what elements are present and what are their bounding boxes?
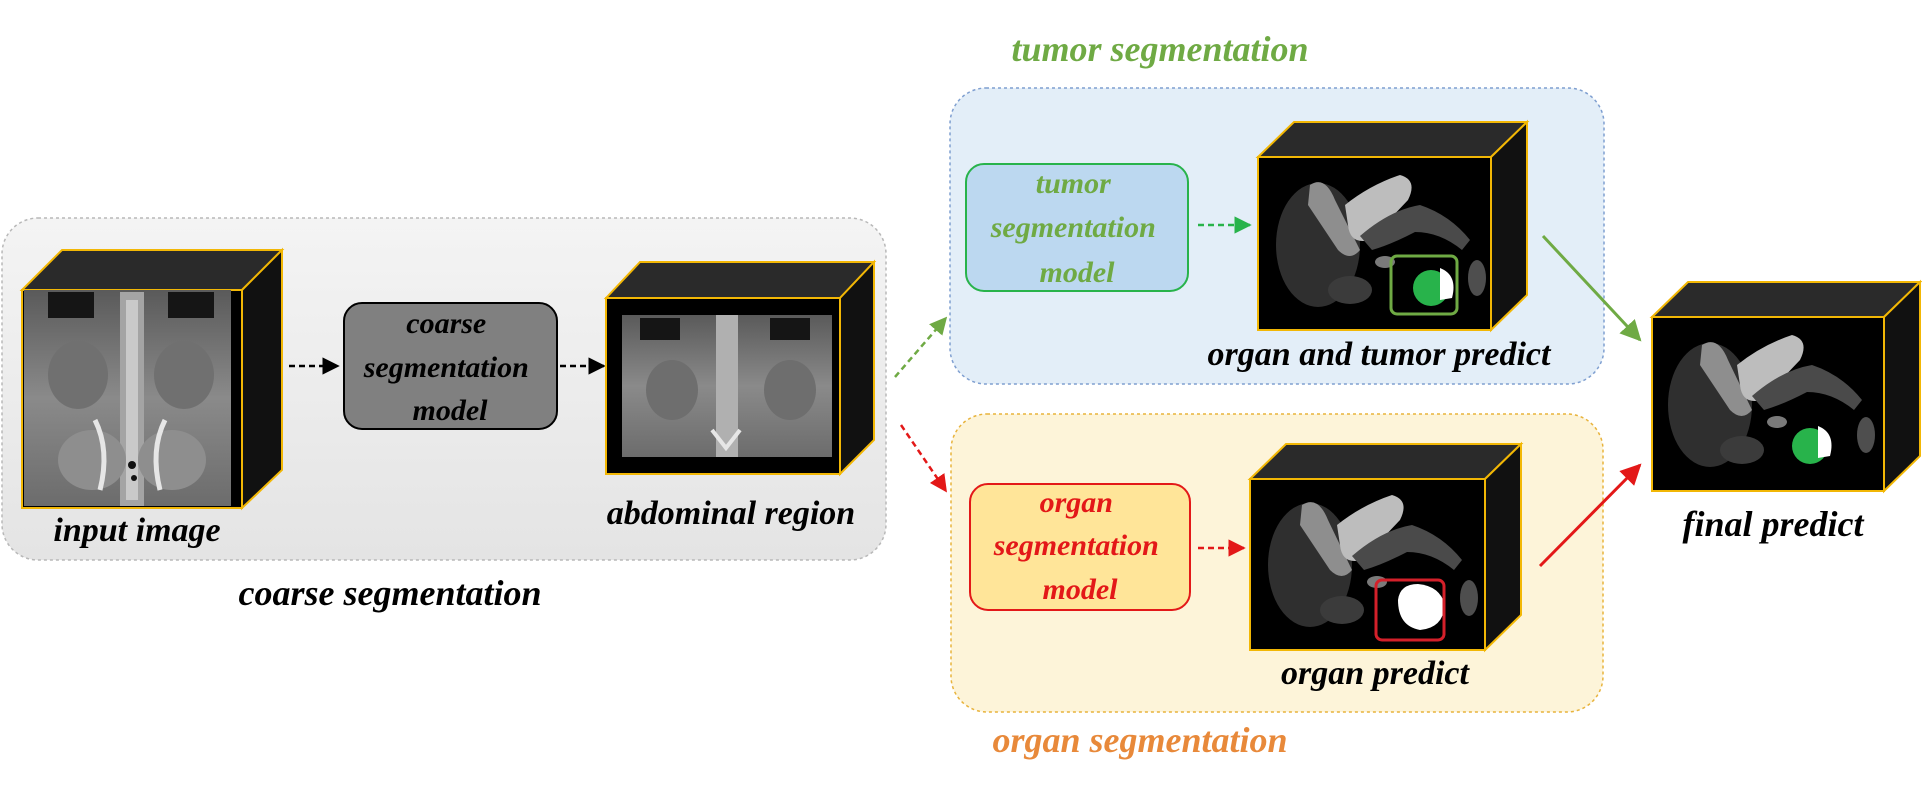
organ-segmentation-model-box <box>969 483 1191 611</box>
segmentation-mask-final <box>1668 335 1875 467</box>
organ-highlight-box <box>1374 578 1446 642</box>
input-image-cube <box>19 247 285 511</box>
final-predict-label: final predict <box>1683 504 1865 544</box>
segmentation-mask-organ <box>1268 495 1478 642</box>
organ-model-line-1: organ <box>1040 486 1113 519</box>
svg-text:coarse segmentation mo: coarse segmentation model <box>363 307 537 427</box>
organ-model-line-3: model <box>1043 573 1119 606</box>
coarse-model-line-1: coarse <box>406 307 486 340</box>
final-predict-cube <box>1649 279 1922 494</box>
tumor-segmentation-model-box <box>965 163 1189 292</box>
svg-text:organ segmentation mod: organ segmentation model <box>993 486 1167 606</box>
tumor-model-line-2: segmentation <box>990 211 1156 244</box>
coarse-model-line-2: segmentation <box>363 351 529 384</box>
arrow-to-organ-branch <box>899 424 948 493</box>
organ-and-tumor-predict-cube <box>1255 119 1530 333</box>
arrow-tumor-to-final <box>1541 234 1642 342</box>
organ-predict-label: organ predict <box>1281 655 1471 692</box>
tumor-model-line-3: model <box>1040 256 1116 289</box>
coarse-segmentation-title: coarse segmentation <box>239 573 542 613</box>
tumor-segmentation-title: tumor segmentation <box>1011 29 1308 69</box>
organ-segmentation-title: organ segmentation <box>992 720 1287 760</box>
abdominal-region-cube <box>603 259 877 477</box>
abdominal-region-label: abdominal region <box>607 495 855 532</box>
segmentation-mask-tumor <box>1276 175 1486 316</box>
tumor-highlight-box <box>1389 254 1459 316</box>
ct-scan-image <box>24 290 231 506</box>
coarse-segmentation-model-box <box>343 302 558 430</box>
arrow-organ-to-final <box>1538 463 1642 568</box>
organ-and-tumor-predict-label: organ and tumor predict <box>1208 336 1552 373</box>
organ-predict-cube <box>1247 441 1524 653</box>
tumor-model-line-1: tumor <box>1036 167 1111 200</box>
organ-model-line-2: segmentation <box>993 529 1159 562</box>
input-image-label: input image <box>53 512 220 549</box>
svg-text:tumor segmentation mod: tumor segmentation model <box>990 167 1164 289</box>
abdominal-ct-crop <box>622 315 832 457</box>
coarse-model-line-3: model <box>413 394 489 427</box>
arrow-to-tumor-branch <box>894 316 948 378</box>
